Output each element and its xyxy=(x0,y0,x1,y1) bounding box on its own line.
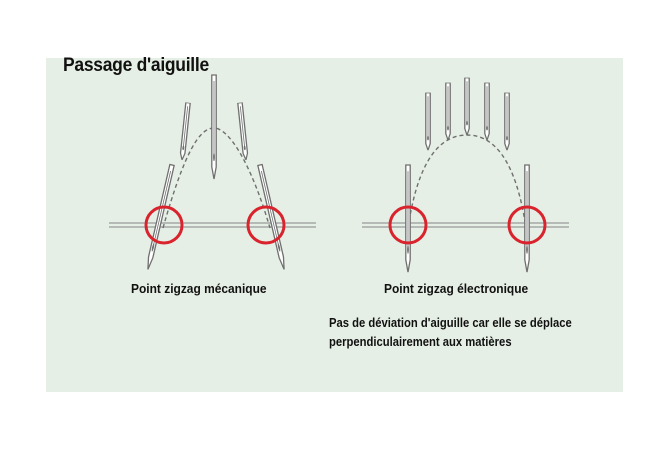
mechanical-zigzag-figure xyxy=(109,74,316,271)
needle xyxy=(484,82,490,141)
deviation-circle xyxy=(507,205,547,245)
caption-electronic: Point zigzag électronique xyxy=(384,281,529,296)
needle xyxy=(524,164,530,273)
caption-mechanical: Point zigzag mécanique xyxy=(131,281,267,296)
deviation-circle xyxy=(144,205,184,245)
diagram-title: Passage d'aiguille xyxy=(63,55,209,76)
fabric-line xyxy=(362,222,569,228)
needle-path-arc xyxy=(162,127,271,229)
fabric-line xyxy=(109,222,316,228)
needle xyxy=(179,102,191,161)
needle xyxy=(425,92,431,151)
needle xyxy=(464,77,470,136)
needle xyxy=(145,163,175,271)
needle xyxy=(504,92,510,151)
needle xyxy=(211,74,217,180)
deviation-circle xyxy=(388,205,428,245)
note-line: perpendiculairement aux matières xyxy=(329,335,512,349)
deviation-circle xyxy=(246,205,286,245)
needle xyxy=(405,164,411,273)
needle-path-arc xyxy=(407,134,527,229)
needle xyxy=(237,102,249,161)
needle xyxy=(445,82,451,141)
note-line: Pas de déviation d'aiguille car elle se … xyxy=(329,316,572,330)
explanation-note: Pas de déviation d'aiguille car elle se … xyxy=(329,314,572,352)
electronic-zigzag-figure xyxy=(362,77,569,273)
